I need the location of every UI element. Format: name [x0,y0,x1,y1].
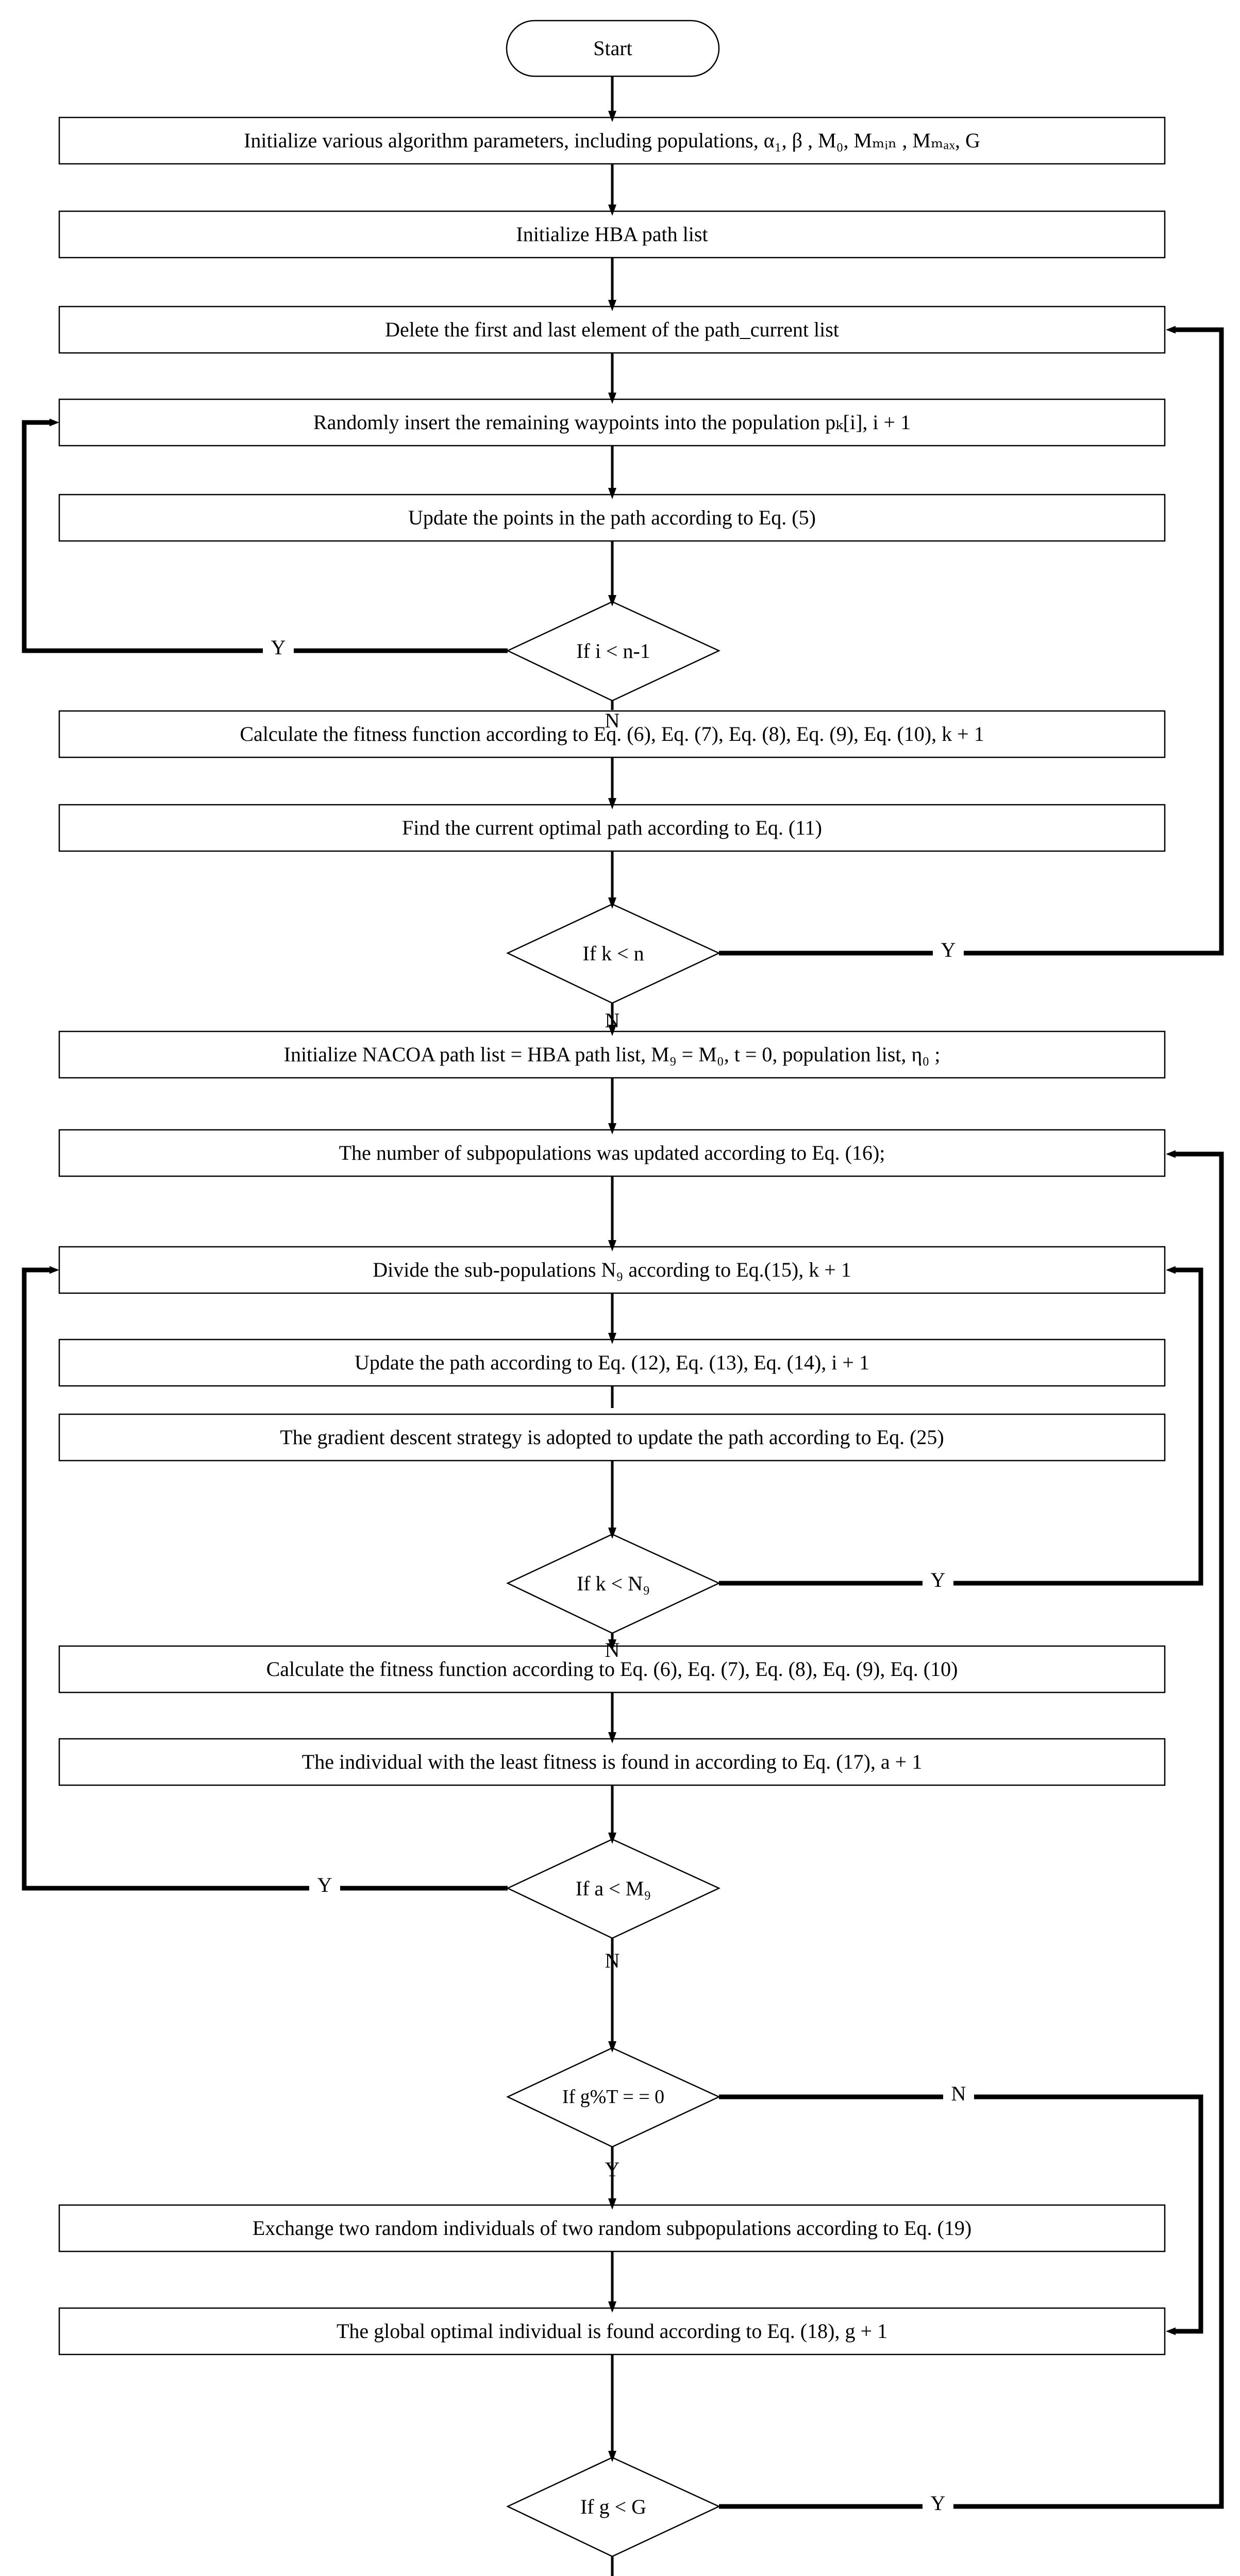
process-box-p10 [58,1246,1166,1294]
process-box-p11 [58,1338,1166,1387]
decision-diamond-d6 [506,2456,720,2557]
loopback-d4-to-p10 [22,1266,508,1891]
process-box-p13 [58,1645,1166,1693]
process-box-p6 [58,710,1166,758]
decision-diamond-d3 [506,1533,720,1634]
decision-diamond-d1 [506,601,720,702]
process-box-p8 [58,1030,1166,1079]
process-box-p1 [58,116,1166,165]
decision-diamond-d5 [506,2047,720,2148]
process-box-p15 [58,2204,1166,2252]
process-box-p3 [58,306,1166,354]
process-box-p2 [58,210,1166,259]
process-box-p7 [58,804,1166,852]
process-box-p9 [58,1129,1166,1177]
decision-diamond-d2 [506,903,720,1004]
process-box-p12 [58,1413,1166,1462]
loopback-d3-to-p10 [719,1266,1203,1586]
decision-diamond-d4 [506,1838,720,1939]
terminator-start [506,20,720,77]
process-box-p5 [58,494,1166,542]
loopback-d2-to-p3 [719,326,1224,956]
process-box-p16 [58,2307,1166,2355]
loopback-d6-to-p9 [719,1150,1224,2509]
process-box-p14 [58,1738,1166,1786]
process-box-p4 [58,398,1166,447]
